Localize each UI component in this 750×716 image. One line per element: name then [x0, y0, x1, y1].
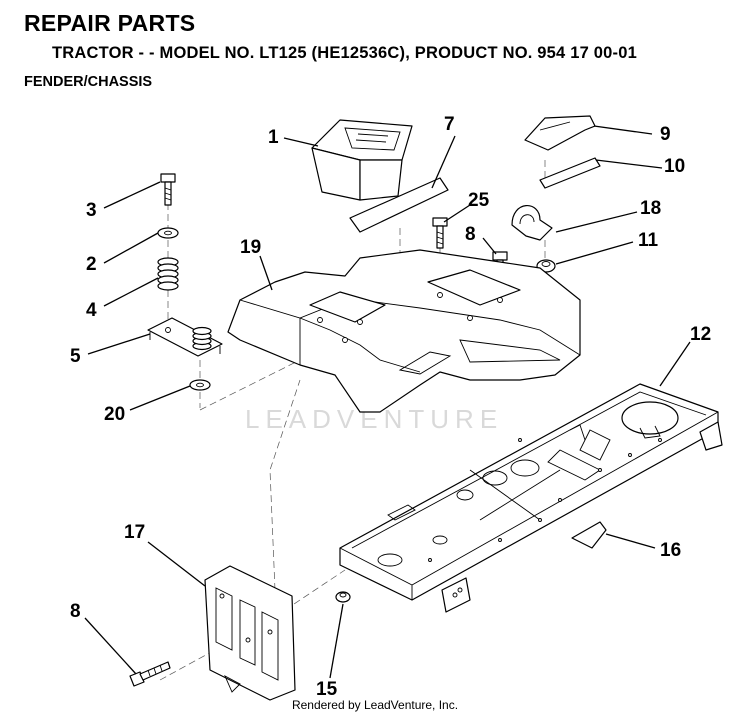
part-8-lower-bolt [129, 661, 171, 687]
part-17-mounting-plate [204, 565, 296, 701]
callout-9: 9 [660, 124, 671, 145]
part-3-bolt [160, 173, 176, 206]
part-10-plate [539, 157, 601, 189]
part-16-bracket [571, 521, 607, 549]
part-1-storage-tray [311, 119, 413, 201]
callout-18: 18 [640, 198, 661, 219]
callout-16: 16 [660, 540, 681, 561]
callout-10: 10 [664, 156, 685, 177]
part-15-nut [335, 591, 351, 603]
part-19-fender [227, 249, 581, 413]
part-5-spring-plate [147, 317, 223, 357]
callout-8-upper: 8 [465, 224, 476, 245]
callout-1: 1 [268, 127, 279, 148]
model-line: TRACTOR - - MODEL NO. LT125 (HE12536C), … [52, 44, 637, 62]
callout-8-lower: 8 [70, 601, 81, 622]
part-7-decal [349, 177, 449, 233]
callout-3: 3 [86, 200, 97, 221]
callout-12: 12 [690, 324, 711, 345]
callout-2: 2 [86, 254, 97, 275]
callout-7: 7 [444, 114, 455, 135]
part-2-washer [157, 227, 179, 239]
callout-4: 4 [86, 300, 97, 321]
part-9-cover [524, 115, 596, 151]
part-18-clamp [511, 205, 553, 241]
section-title: FENDER/CHASSIS [24, 74, 153, 90]
callout-19: 19 [240, 237, 261, 258]
callout-numbers: 1 7 9 10 25 18 3 8 11 19 2 4 12 5 20 17 … [70, 114, 711, 700]
callout-15: 15 [316, 679, 338, 700]
callout-5: 5 [70, 346, 81, 367]
callout-25: 25 [468, 190, 490, 211]
callout-20: 20 [104, 404, 125, 425]
leader-lines [84, 125, 691, 679]
callout-11: 11 [638, 230, 659, 251]
footer-credit: Rendered by LeadVenture, Inc. [291, 698, 459, 712]
part-20-washer [189, 379, 211, 391]
part-25-bolt [432, 217, 448, 249]
part-4-spring [157, 257, 179, 291]
callout-17: 17 [124, 522, 145, 543]
part-12-chassis-frame [339, 383, 723, 613]
page-title: REPAIR PARTS [24, 10, 196, 36]
